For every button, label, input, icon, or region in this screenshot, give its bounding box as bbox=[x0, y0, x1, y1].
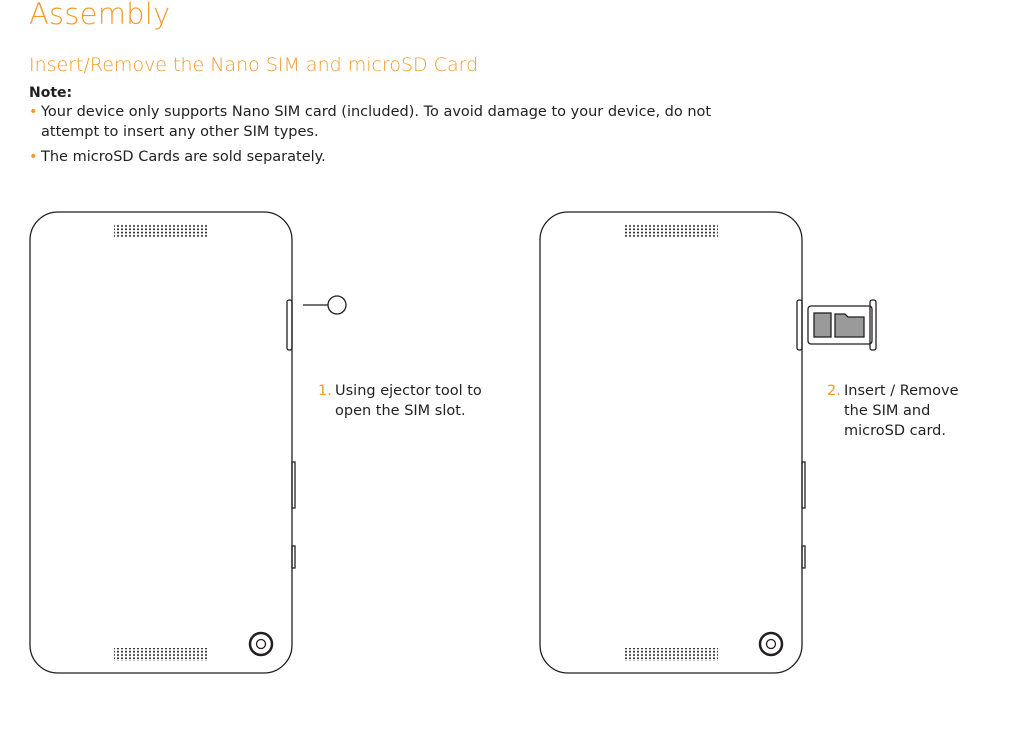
speaker-grille-icon bbox=[624, 648, 718, 661]
side-button bbox=[801, 545, 806, 569]
sim-slot bbox=[796, 299, 803, 351]
note-item: •The microSD Cards are sold separately. bbox=[29, 149, 326, 165]
section-title: Insert/Remove the Nano SIM and microSD C… bbox=[29, 54, 479, 76]
side-button bbox=[291, 461, 296, 509]
bullet-icon: • bbox=[29, 104, 38, 120]
side-button bbox=[801, 461, 806, 509]
note-label: Note: bbox=[29, 85, 73, 101]
side-button bbox=[291, 545, 296, 569]
phone-illustration-2 bbox=[539, 211, 877, 674]
speaker-grille-icon bbox=[624, 224, 718, 237]
bullet-icon: • bbox=[29, 149, 38, 165]
speaker-grille-icon bbox=[114, 648, 208, 661]
camera-icon bbox=[248, 631, 274, 657]
phone-illustration-1 bbox=[29, 211, 347, 674]
note-item: •Your device only supports Nano SIM card… bbox=[29, 104, 712, 140]
camera-icon bbox=[758, 631, 784, 657]
sim-slot bbox=[286, 299, 293, 351]
sim-tray-icon bbox=[807, 299, 877, 351]
page-title: Assembly bbox=[29, 0, 171, 31]
speaker-grille-icon bbox=[114, 224, 208, 237]
